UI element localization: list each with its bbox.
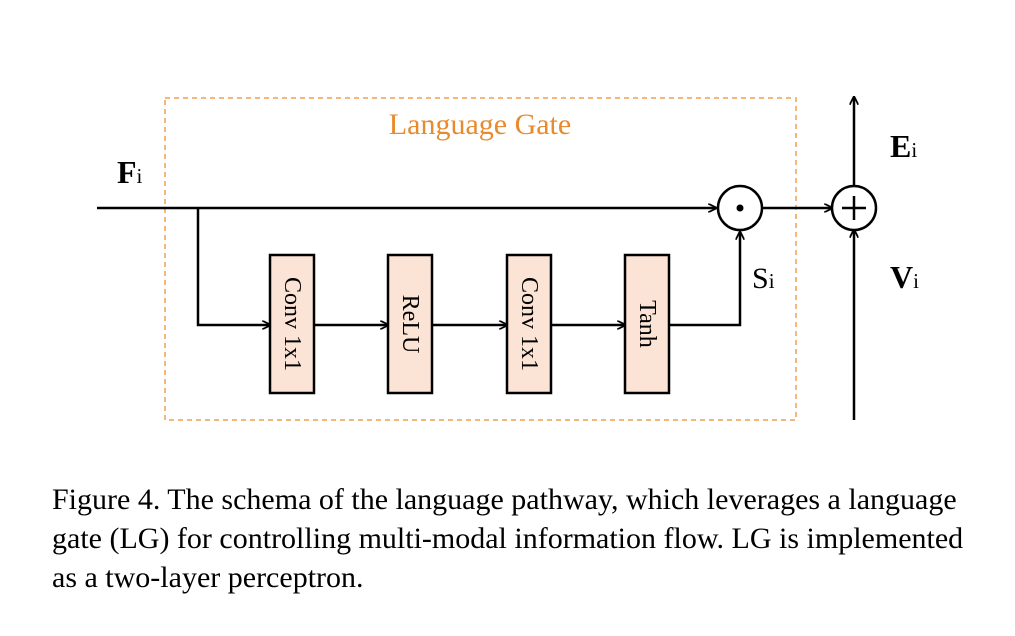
gate-s-main: S — [752, 262, 769, 295]
block-conv1x1-first-label: Conv 1x1 — [279, 277, 305, 371]
input-f-main: F — [117, 154, 137, 190]
block-tanh-label: Tanh — [634, 300, 660, 348]
input-v-sub: i — [913, 269, 919, 293]
block-tanh-rect — [623, 253, 671, 395]
output-e-main: E — [890, 128, 911, 164]
language-gate-box — [164, 97, 797, 421]
block-relu-label: ReLU — [397, 295, 423, 354]
block-tanh: Tanh — [623, 253, 671, 395]
gate-s-sub: i — [769, 269, 775, 293]
gate-s-label: Si — [752, 262, 775, 295]
block-conv1x1-second-rect — [505, 253, 553, 395]
branch-path-arrow — [196, 208, 270, 325]
input-f-sub: i — [137, 164, 143, 188]
output-e-sub: i — [911, 138, 917, 162]
output-e-label: Ei — [890, 128, 917, 164]
input-f-label: Fi — [117, 154, 143, 190]
multiply-node — [716, 184, 764, 232]
block-conv1x1-second: Conv 1x1 — [505, 253, 553, 395]
add-node — [830, 184, 878, 232]
block-conv1x1-first: Conv 1x1 — [268, 253, 316, 395]
block-conv1x1-second-label: Conv 1x1 — [516, 277, 542, 371]
figure-caption: Figure 4. The schema of the language pat… — [52, 483, 964, 594]
arrow-tanh-to-multiply — [669, 232, 740, 327]
block-relu: ReLU — [386, 253, 434, 395]
input-v-main: V — [890, 259, 913, 295]
multiply-dot-icon — [736, 204, 744, 212]
language-gate-diagram: Language Gate Fi Conv 1x1 ReLU Conv 1x1 … — [97, 0, 919, 421]
language-gate-label: Language Gate — [389, 108, 571, 141]
input-v-label: Vi — [890, 259, 919, 295]
